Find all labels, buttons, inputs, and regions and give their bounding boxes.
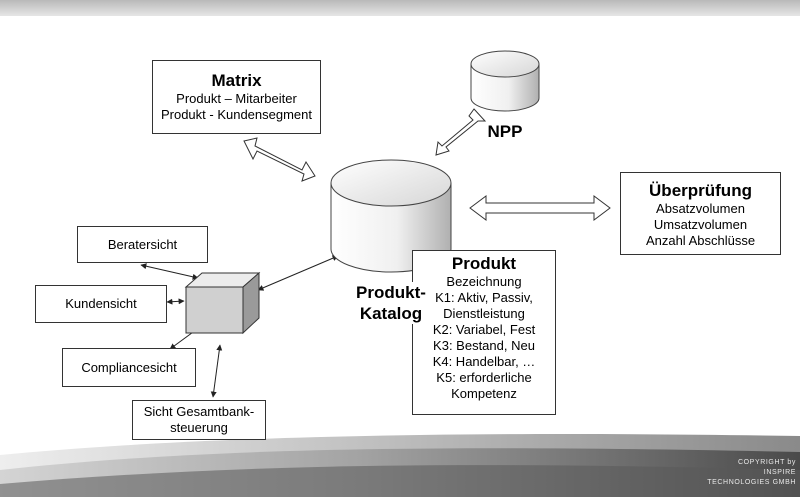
produkt-line-1: Bezeichnung (446, 274, 522, 289)
produkt-line-6: K4: Handelbar, … (432, 354, 536, 369)
copyright-line-2: INSPIRE TECHNOLOGIES GMBH (707, 469, 796, 486)
produkt-line-4: K2: Variabel, Fest (432, 322, 536, 337)
matrix-box: Matrix Produkt – Mitarbeiter Produkt - K… (152, 60, 321, 134)
ueberpruefung-line-1: Absatzvolumen (656, 201, 745, 216)
top-band (0, 0, 800, 16)
produkt-line-3: Dienstleistung (443, 306, 525, 321)
produkt-line-7: K5: erforderliche (436, 370, 532, 385)
gesamtbank-box: Sicht Gesamtbank- steuerung (132, 400, 266, 440)
produkt-line-5: K3: Bestand, Neu (433, 338, 535, 353)
ueberpruefung-title: Überprüfung (649, 181, 752, 200)
arrow-hub-gesamtbank (210, 344, 223, 398)
ueberpruefung-line-2: Umsatzvolumen (653, 217, 748, 232)
ueberpruefung-box: Überprüfung Absatzvolumen Umsatzvolumen … (620, 172, 781, 255)
kundensicht-box: Kundensicht (35, 285, 167, 323)
npp-cylinder (470, 50, 540, 112)
kundensicht-label: Kundensicht (65, 296, 137, 311)
katalog-label-line-2: Katalog (359, 304, 423, 323)
copyright-notice: COPYRIGHT by INSPIRE TECHNOLOGIES GMBH (700, 458, 796, 488)
compliancesicht-box: Compliancesicht (62, 348, 196, 387)
katalog-label: Produkt- Katalog (346, 282, 436, 324)
matrix-line-2: Produkt - Kundensegment (160, 107, 313, 122)
katalog-label-line-1: Produkt- (356, 283, 426, 302)
produkt-line-2: K1: Aktiv, Passiv, (435, 290, 533, 305)
produkt-line-8: Kompetenz (451, 386, 517, 401)
matrix-title: Matrix (211, 71, 262, 90)
gesamtbank-line-2: steuerung (170, 420, 228, 435)
beratersicht-label: Beratersicht (107, 237, 178, 252)
block-arrow-matrix-katalog (243, 137, 316, 182)
compliancesicht-label: Compliancesicht (81, 360, 177, 375)
npp-label: NPP (487, 122, 523, 141)
beratersicht-box: Beratersicht (77, 226, 208, 263)
matrix-line-1: Produkt – Mitarbeiter (176, 91, 297, 106)
arrow-hub-kundensicht (166, 298, 185, 305)
block-arrow-katalog-ueberpruefung (469, 195, 611, 221)
produkt-box: Produkt Bezeichnung K1: Aktiv, Passiv, D… (412, 250, 556, 415)
gesamtbank-line-1: Sicht Gesamtbank- (143, 404, 255, 419)
ueberpruefung-line-3: Anzahl Abschlüsse (645, 233, 756, 248)
produkt-title: Produkt (451, 254, 517, 273)
hub-box (184, 271, 261, 335)
copyright-line-1: COPYRIGHT by (737, 459, 796, 466)
katalog-cylinder (330, 159, 452, 273)
arrow-hub-katalog (257, 255, 339, 291)
block-arrow-npp-katalog (435, 108, 487, 156)
arrow-hub-beratersicht (140, 263, 199, 280)
